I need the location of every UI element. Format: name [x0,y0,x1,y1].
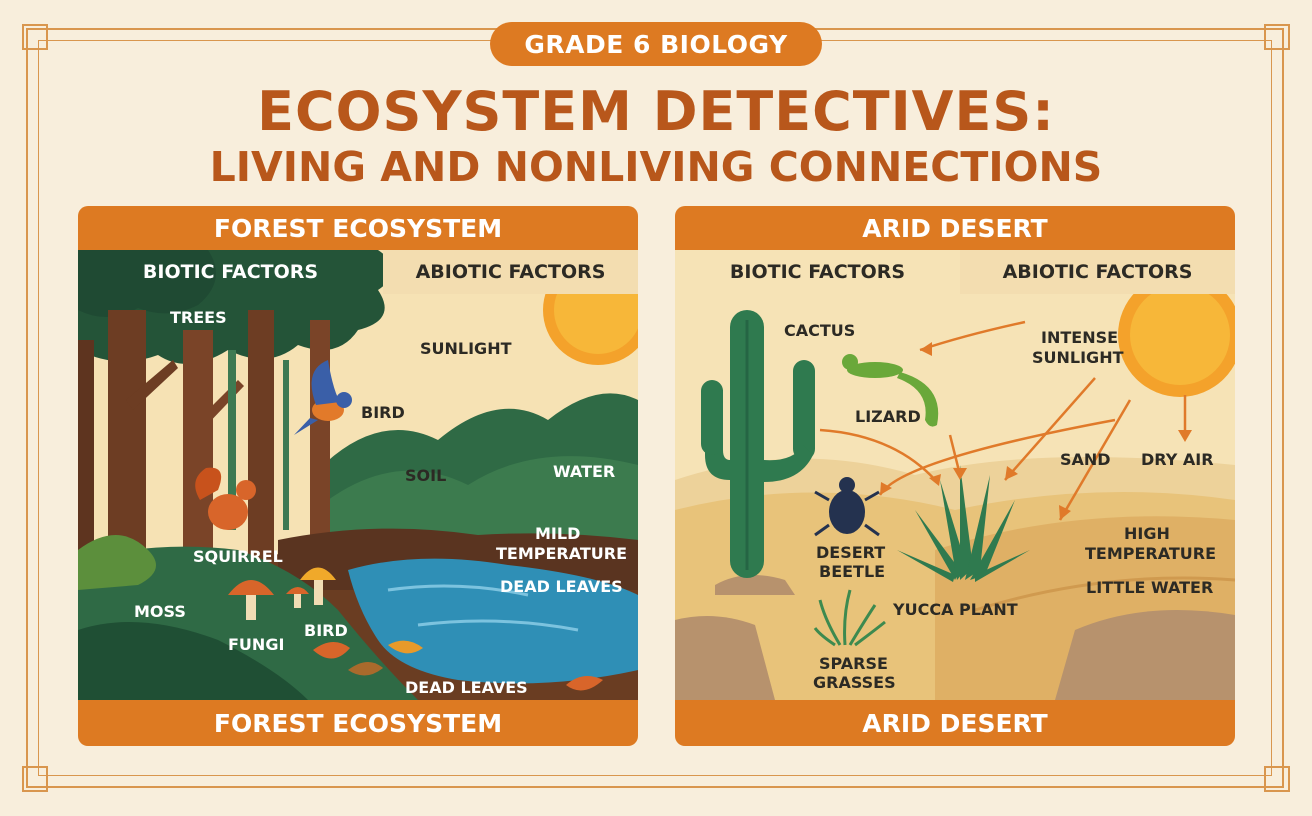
grade-badge: GRADE 6 BIOLOGY [490,22,822,66]
label-trees: TREES [170,308,227,327]
sun-icon [1118,273,1235,397]
bird-icon [294,360,352,435]
label-sunlight: SUNLIGHT [1032,348,1124,367]
desert-illustration [675,250,1235,700]
squirrel-icon [195,467,256,530]
forest-panel-header: FOREST ECOSYSTEM [78,206,638,250]
forest-scene: BIOTIC FACTORS ABIOTIC FACTORS TREES SUN… [78,250,638,700]
desert-panel-footer: ARID DESERT [675,700,1235,746]
forest-panel: FOREST ECOSYSTEM [78,206,638,746]
beetle-icon [814,477,880,537]
label-beetle: BEETLE [819,562,886,581]
label-dead-leaves-bottom: DEAD LEAVES [405,678,528,697]
label-dry-air: DRY AIR [1141,450,1214,469]
label-temperature: TEMPERATURE [496,544,628,563]
label-bird-top: BIRD [361,403,405,422]
label-yucca-plant: YUCCA PLANT [893,600,1018,619]
page-title: ECOSYSTEM DETECTIVES: [257,80,1055,143]
corner-ornament [1264,766,1290,792]
corner-ornament [22,24,48,50]
page-subtitle: LIVING AND NONLIVING CONNECTIONS [209,143,1103,191]
label-water: WATER [553,462,616,481]
desert-panel-header: ARID DESERT [675,206,1235,250]
forest-abiotic-heading: ABIOTIC FACTORS [383,250,638,294]
desert-abiotic-heading: ABIOTIC FACTORS [960,250,1235,294]
label-lizard: LIZARD [855,407,921,426]
label-grasses: GRASSES [813,673,896,692]
lizard-icon [842,354,939,427]
desert-scene: BIOTIC FACTORS ABIOTIC FACTORS CACTUS LI… [675,250,1235,700]
label-sunlight: SUNLIGHT [420,339,512,358]
label-little-water: LITTLE WATER [1086,578,1214,597]
cactus-icon [701,310,815,578]
label-squirrel: SQUIRREL [193,547,283,566]
desert-panel: ARID DESERT [675,206,1235,746]
label-fungi: FUNGI [228,635,285,654]
label-dead-leaves-right: DEAD LEAVES [500,577,623,596]
corner-ornament [1264,24,1290,50]
desert-biotic-heading: BIOTIC FACTORS [729,261,906,283]
label-desert: DESERT [816,543,886,562]
label-intense: INTENSE [1041,328,1119,347]
label-temperature: TEMPERATURE [1085,544,1217,563]
label-sand: SAND [1060,450,1111,469]
label-sparse: SPARSE [819,654,888,673]
mushroom-icon [228,567,336,620]
corner-ornament [22,766,48,792]
label-bird-bottom: BIRD [304,621,348,640]
label-mild: MILD [535,524,581,543]
forest-biotic-heading: BIOTIC FACTORS [142,261,319,283]
forest-panel-footer: FOREST ECOSYSTEM [78,700,638,746]
grass-icon [813,589,886,647]
label-soil: SOIL [405,466,447,485]
yucca-plant-icon [897,465,1030,582]
label-cactus: CACTUS [784,321,856,340]
arrowheads [880,342,1192,520]
label-high: HIGH [1124,524,1170,543]
label-moss: MOSS [134,602,186,621]
